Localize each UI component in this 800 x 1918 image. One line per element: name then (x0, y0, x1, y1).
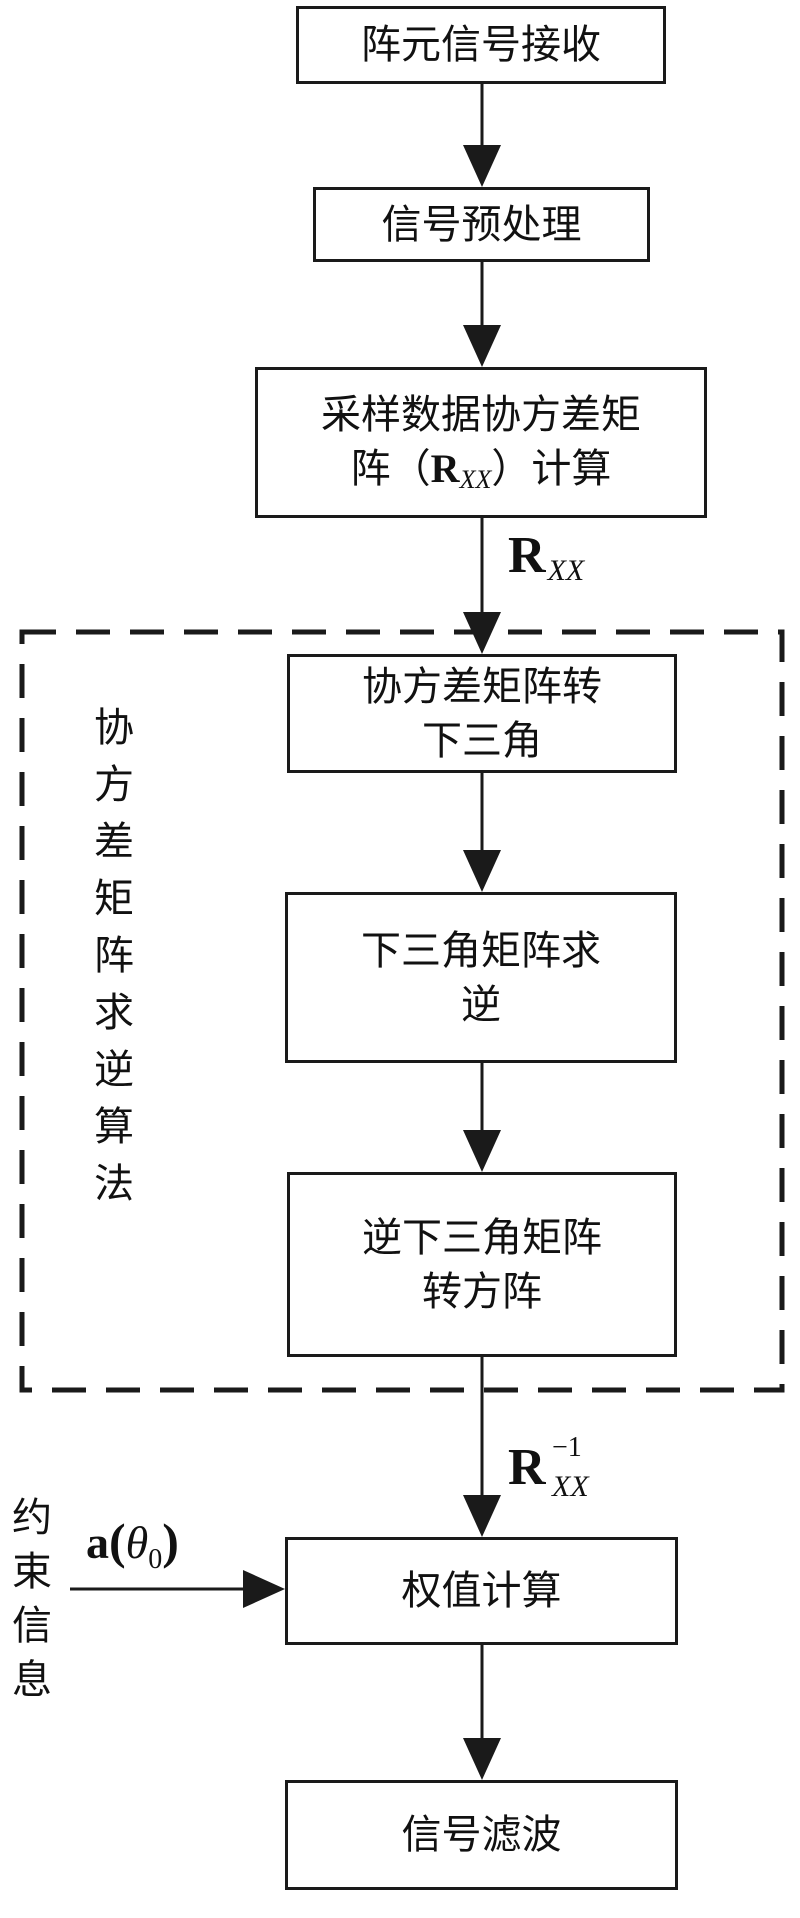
to-square-box: 逆下三角矩阵 转方阵 (287, 1172, 677, 1357)
lower-triangular-label-line2: 下三角 (422, 717, 542, 764)
constraint-label-char: 束 (12, 1549, 52, 1595)
filter-label: 信号滤波 (401, 1812, 562, 1858)
constraint-label-char: 息 (12, 1657, 52, 1703)
signal-receive-label: 阵元信号接收 (361, 22, 601, 68)
group-label-char: 逆 (94, 1047, 134, 1093)
arrowhead-covariance (463, 325, 501, 367)
lower-triangular-label-line1: 协方差矩阵转 (362, 663, 602, 710)
group-label-char: 算 (94, 1104, 134, 1150)
group-label-char: 差 (94, 819, 134, 865)
lower-triangular-box: 协方差矩阵转 下三角 (287, 654, 677, 773)
arrowhead-filter (463, 1738, 501, 1780)
invert-box: 下三角矩阵求 逆 (285, 892, 677, 1063)
steering-close-paren: ) (162, 1513, 179, 1569)
algorithm-group-frame (19, 629, 785, 1393)
signal-receive-box: 阵元信号接收 (296, 6, 666, 84)
steering-symbol: a (86, 1517, 109, 1568)
preprocess-box: 信号预处理 (313, 187, 650, 262)
preprocess-label: 信号预处理 (381, 201, 582, 248)
weights-label: 权值计算 (401, 1568, 562, 1614)
arrowhead-tosquare (463, 1130, 501, 1172)
group-label-char: 矩 (94, 876, 134, 922)
filter-box: 信号滤波 (285, 1780, 678, 1890)
invert-label-line2: 逆 (461, 981, 501, 1028)
steering-theta: θ (125, 1517, 149, 1568)
covariance-label-post: ）计算 (491, 445, 612, 492)
covariance-label-line2: 阵（RXX）计算 (351, 442, 612, 497)
arrowhead-invert (463, 850, 501, 892)
group-label-char: 求 (94, 990, 134, 1036)
steering-open-paren: ( (109, 1513, 126, 1569)
rxx-inverse-superscript: −1 (552, 1432, 582, 1463)
steering-theta-subscript: 0 (148, 1544, 163, 1575)
group-label: 协 方 差 矩 阵 求 逆 算 法 (84, 700, 144, 1213)
arrowhead-weights (463, 1495, 501, 1537)
invert-label-line1: 下三角矩阵求 (361, 927, 601, 974)
constraint-label-char: 约 (12, 1495, 52, 1541)
covariance-rxx-symbol: R (430, 445, 460, 491)
rxx-subscript: XX (547, 554, 585, 587)
group-label-char: 阵 (94, 933, 134, 979)
to-square-label-line2: 转方阵 (422, 1268, 542, 1315)
constraint-label: 约 束 信 息 (4, 1491, 60, 1707)
weights-box: 权值计算 (285, 1537, 678, 1645)
rxx-inverse-edge-label: R −1 XX (508, 1432, 628, 1512)
rxx-edge-label: RXX (508, 526, 585, 587)
to-square-label-line1: 逆下三角矩阵 (362, 1214, 602, 1261)
arrowhead-preprocess (463, 145, 501, 187)
arrowhead-constraint (243, 1570, 285, 1608)
steering-vector-label: a(θ0) (86, 1512, 179, 1575)
rxx-inverse-subscript: XX (552, 1470, 589, 1503)
group-label-char: 方 (94, 762, 134, 808)
rxx-inverse-symbol: R (508, 1439, 546, 1496)
covariance-label-line1: 采样数据协方差矩 (321, 391, 641, 438)
rxx-symbol: R (508, 527, 546, 584)
group-label-char: 协 (94, 705, 134, 751)
group-label-char: 法 (94, 1161, 134, 1207)
constraint-label-char: 信 (12, 1603, 52, 1649)
covariance-box: 采样数据协方差矩 阵（RXX）计算 (255, 367, 707, 518)
covariance-rxx-sub: XX (459, 464, 492, 494)
covariance-label-pre: 阵（ (350, 445, 431, 492)
